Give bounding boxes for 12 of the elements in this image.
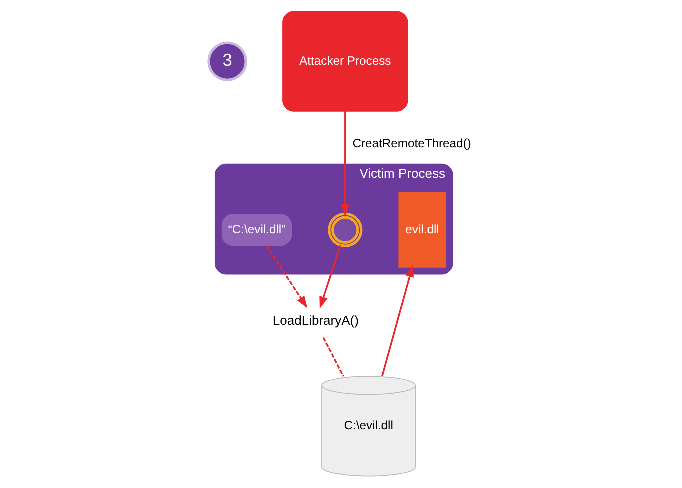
arrow: [319, 245, 341, 309]
node-text: LoadLibraryA(): [272, 313, 358, 328]
node-box: Attacker Process: [282, 11, 408, 112]
arrow: [381, 265, 414, 377]
node-circle: 3: [207, 42, 247, 82]
node-gear: [328, 212, 362, 248]
arrow: [340, 112, 350, 216]
node-box: “C:\evil.dll”: [221, 214, 292, 246]
edge-label: CreatRemoteThread(): [352, 136, 471, 151]
connector: [322, 337, 344, 377]
node-box: evil.dll: [398, 192, 446, 268]
arrow: [266, 245, 308, 308]
